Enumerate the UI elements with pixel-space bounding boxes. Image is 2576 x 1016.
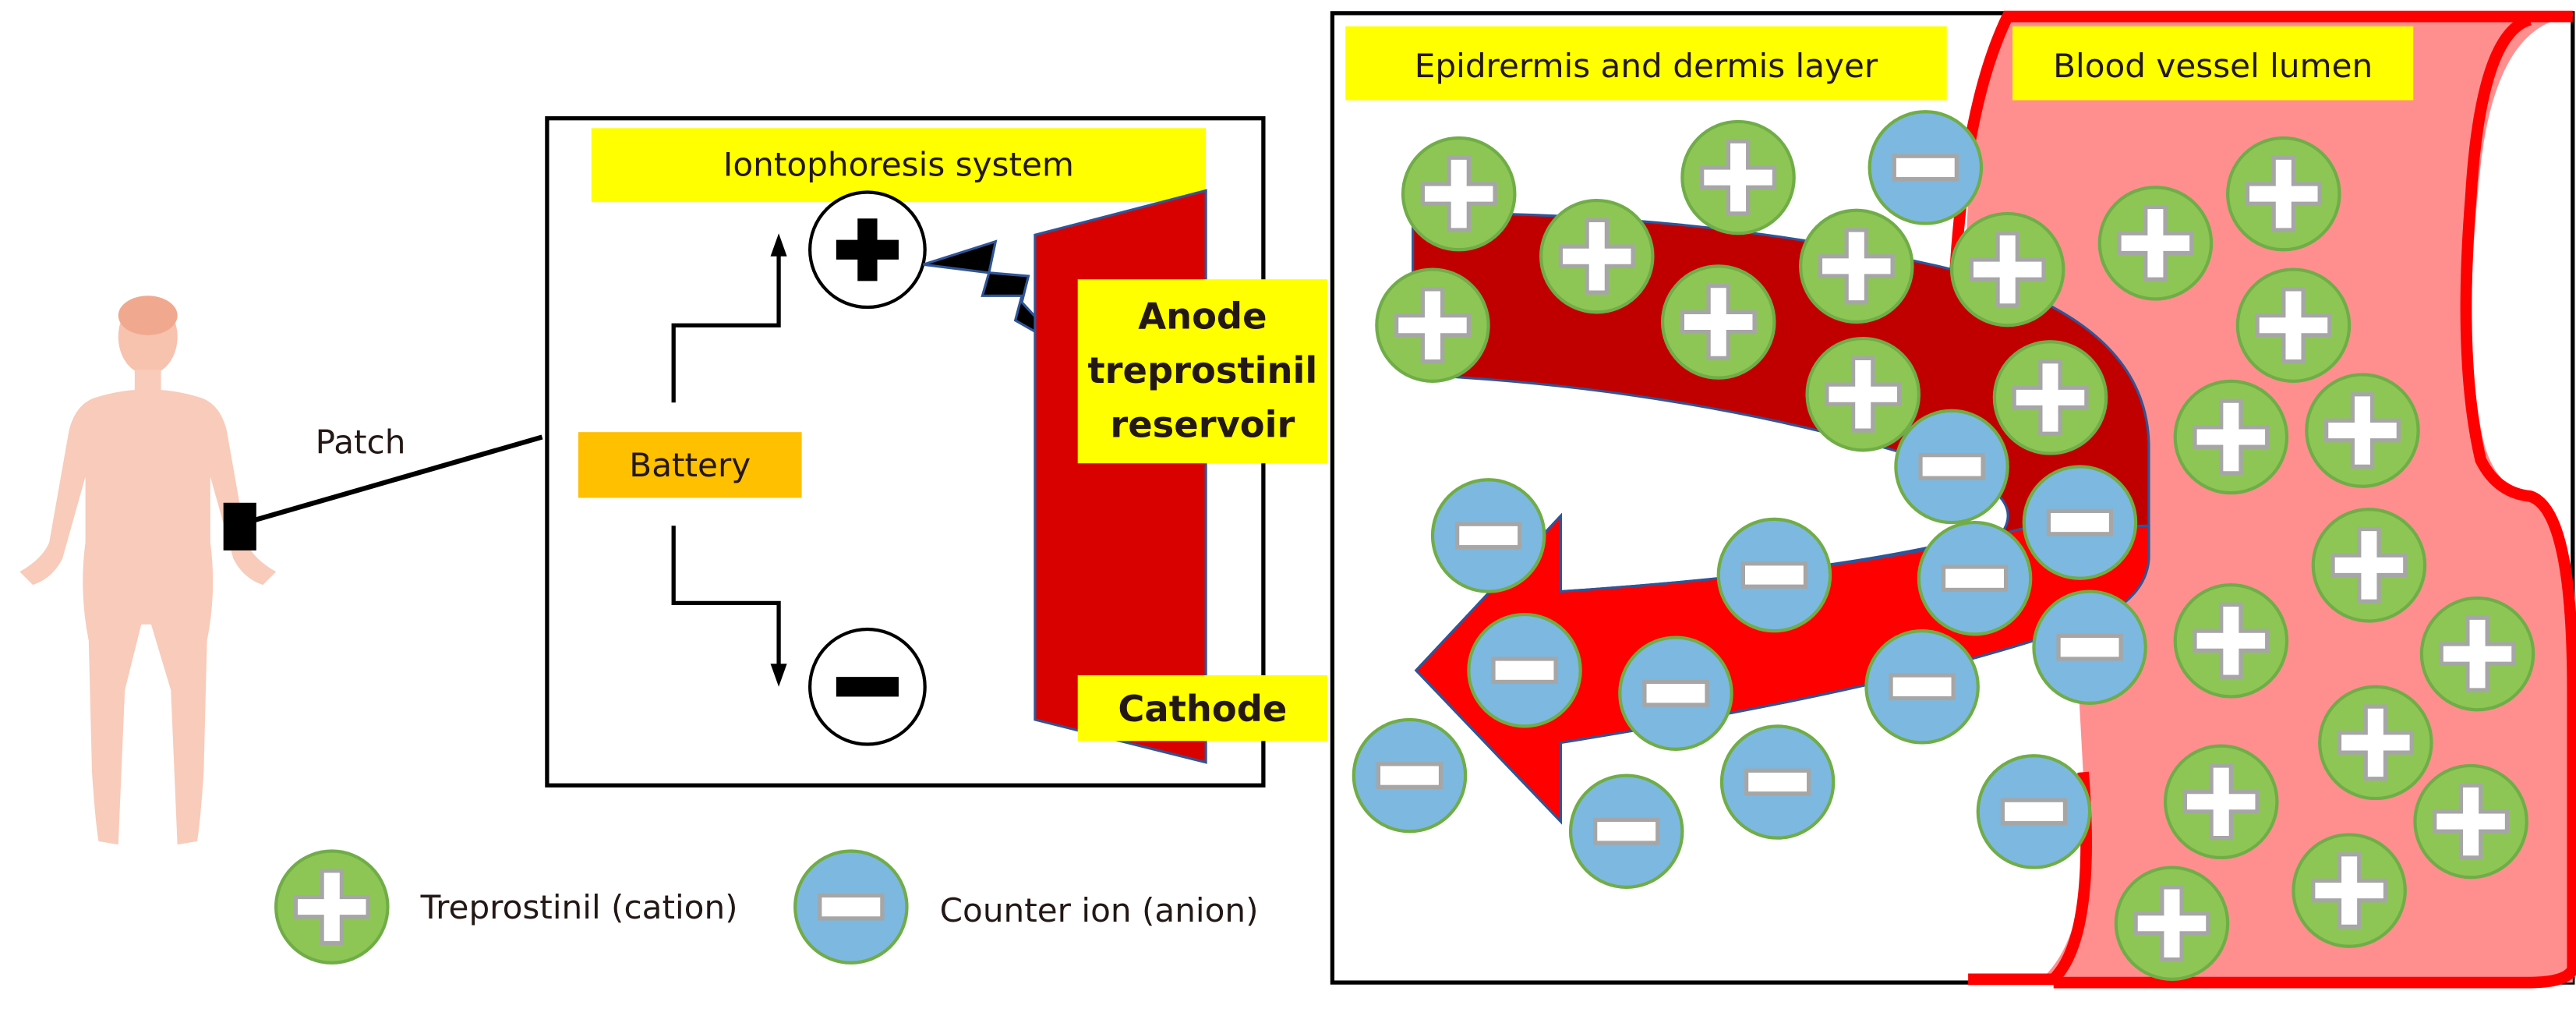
anion-minus-icon (2024, 466, 2136, 578)
cation-plus-icon (2175, 381, 2287, 493)
cation-plus-icon (1663, 266, 1774, 377)
iontophoresis-title-bg (591, 128, 1207, 203)
cation-plus-icon (2293, 834, 2405, 946)
blood-vessel-label-bg (2012, 26, 2414, 101)
cation-plus-icon (1376, 270, 1488, 381)
cation-plus-icon (2422, 598, 2533, 710)
cation-plus-icon (1807, 338, 1919, 450)
legend: Treprostinil (cation) Counter ion (anion… (276, 851, 1259, 963)
epidermis-label-bg (1345, 26, 1947, 101)
cation-plus-icon (2313, 509, 2425, 621)
arrow-down-icon (770, 664, 787, 687)
positive-wire (671, 250, 781, 403)
blood-vessel-lumen-label: Blood vessel lumen (2053, 47, 2373, 85)
cation-plus-icon (1682, 122, 1793, 233)
cation-plus-icon (2100, 187, 2211, 299)
legend-anion-label: Counter ion (anion) (940, 891, 1259, 929)
cation-plus-icon (2228, 138, 2339, 250)
anion-minus-icon (1433, 480, 1544, 591)
anion-minus-icon (2034, 592, 2145, 703)
anion-minus-icon (1896, 411, 2007, 522)
anode-label-line1: Anode (1138, 295, 1267, 337)
cation-plus-icon (2320, 687, 2431, 798)
cation-plus-icon (1403, 138, 1514, 250)
legend-cation-icon (276, 851, 387, 963)
cation-plus-icon (1800, 211, 1912, 322)
anion-minus-icon (1866, 631, 1977, 742)
anion-minus-icon (1571, 776, 1682, 887)
minus-icon (836, 677, 899, 697)
anion-minus-icon (1870, 112, 1981, 223)
cation-plus-icon (1541, 200, 1652, 312)
anion-minus-icon (1719, 519, 1830, 631)
anion-minus-icon (1468, 614, 1580, 726)
cathode-label: Cathode (1118, 688, 1287, 730)
cathode-label-bg (1077, 675, 1328, 742)
negative-wire (671, 526, 781, 671)
patch-icon (223, 502, 256, 550)
anion-minus-icon (1919, 522, 2030, 634)
cation-plus-icon (2415, 766, 2526, 877)
cation-plus-icon (2238, 270, 2349, 381)
anion-minus-icon (1354, 720, 1465, 831)
anode-label-line2: treprostinil (1087, 349, 1317, 391)
cation-plus-icon (2306, 374, 2418, 486)
cation-plus-icon (1952, 214, 2063, 325)
anode-label-bg (1077, 279, 1328, 464)
human-body-figure (19, 296, 277, 845)
cation-plus-icon (1995, 342, 2106, 453)
negative-terminal (808, 627, 927, 746)
patch-connector-line (246, 434, 543, 526)
positive-terminal (808, 190, 927, 310)
anion-minus-icon (1620, 638, 1731, 749)
legend-cation-label: Treprostinil (cation) (420, 888, 738, 926)
legend-anion-icon (795, 851, 906, 963)
anion-minus-icon (1978, 756, 2090, 867)
plus-icon (836, 218, 899, 281)
cation-plus-icon (2116, 868, 2228, 979)
arrow-up-icon (770, 233, 787, 257)
anode-label-line3: reservoir (1110, 404, 1295, 446)
cation-plus-icon (2175, 585, 2287, 696)
patch-label: Patch (316, 423, 406, 462)
cation-plus-icon (2165, 746, 2277, 858)
battery-label: Battery (629, 446, 751, 484)
epidermis-dermis-label: Epidrermis and dermis layer (1415, 47, 1878, 85)
anion-minus-icon (1722, 726, 1833, 837)
battery-box (578, 432, 802, 498)
iontophoresis-system-title: Iontophoresis system (723, 145, 1074, 183)
